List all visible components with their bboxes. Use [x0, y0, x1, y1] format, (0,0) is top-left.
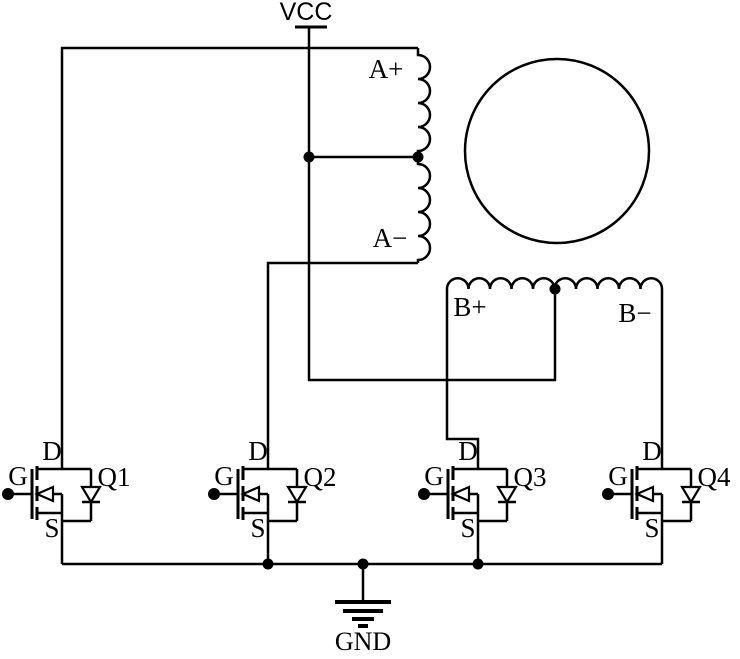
q1-drain-label: D	[42, 436, 62, 466]
vcc-label: VCC	[280, 0, 333, 26]
a-plus-label: A+	[369, 54, 404, 84]
junction-dot-q3-source	[472, 558, 484, 570]
q2-gate-label: G	[214, 461, 234, 491]
q1-drain-to-a-plus-wire	[60, 46, 418, 469]
vcc-feed-wire	[307, 27, 557, 382]
q3-source-label: S	[460, 513, 475, 543]
q4-drain-label: D	[642, 436, 662, 466]
a-minus-label: A−	[373, 223, 408, 253]
q2-drain-label: D	[248, 436, 268, 466]
q3-name-label: Q3	[514, 462, 547, 492]
q2-name-label: Q2	[304, 462, 337, 492]
q4-source-label: S	[644, 513, 659, 543]
q4-gate-label: G	[608, 461, 628, 491]
gnd-label: GND	[335, 627, 391, 656]
junction-dot-a-center-tap	[412, 151, 424, 163]
junction-dot-q2-source	[262, 558, 274, 570]
b-minus-label: B−	[618, 298, 651, 328]
b-plus-label: B+	[453, 292, 486, 322]
a-minus-to-q2-drain-wire	[266, 261, 418, 469]
q3-drain-label: D	[458, 436, 478, 466]
q2-source-label: S	[250, 513, 265, 543]
q4-name-label: Q4	[698, 462, 731, 492]
q1-name-label: Q1	[98, 462, 131, 492]
junction-dot-vcc-a-tap	[303, 151, 315, 163]
q1-gate-label: G	[8, 461, 28, 491]
motor-rotor-circle	[463, 57, 651, 245]
q1-source-label: S	[44, 513, 59, 543]
junction-dot-gnd	[357, 558, 369, 570]
q3-gate-label: G	[424, 461, 444, 491]
b-plus-to-q3-drain-wire	[445, 289, 480, 469]
junction-dot-b-center-tap	[549, 283, 561, 295]
